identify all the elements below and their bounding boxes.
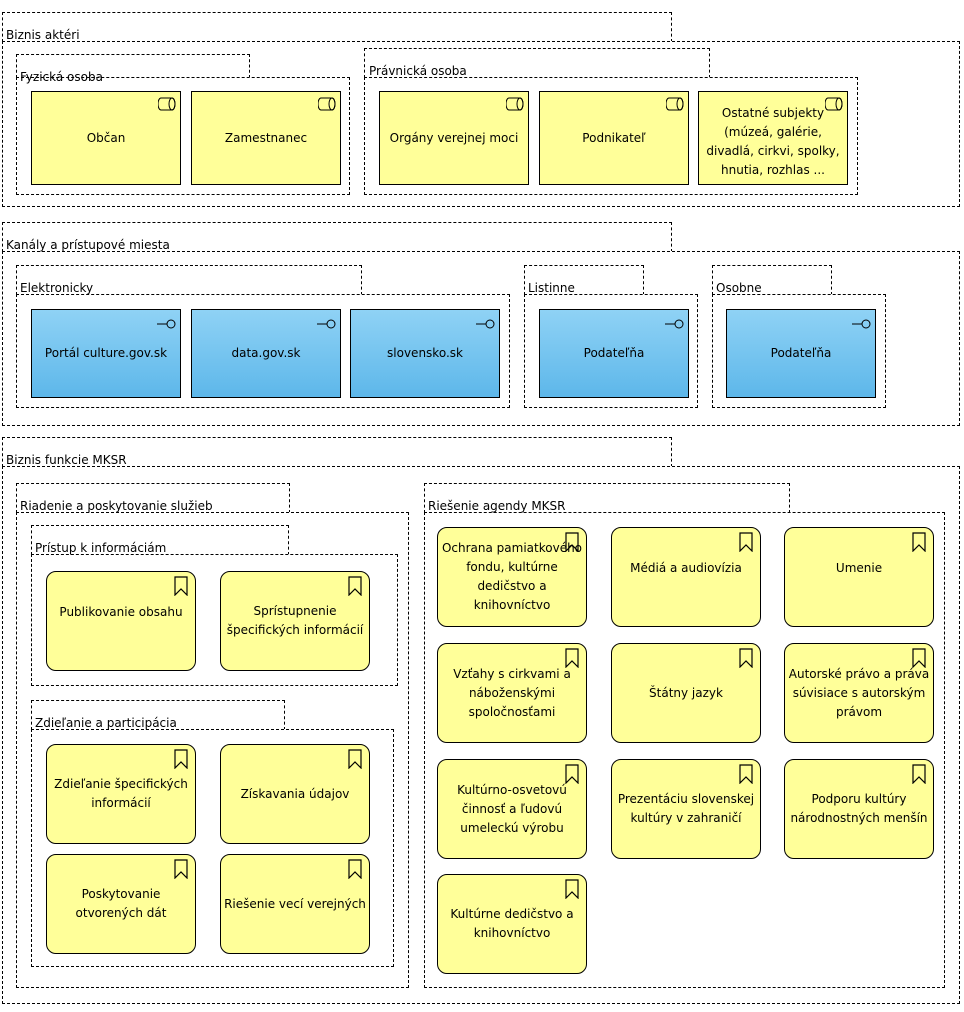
group-label: Elektronicky: [20, 281, 94, 295]
function-kulturne-dedicstvo[interactable]: Kultúrne dedičstvo a knihovníctvo: [437, 874, 587, 974]
interface-lollipop-icon: [476, 319, 495, 329]
node-label: Médiá a audiovízia: [630, 560, 742, 575]
bookmark-icon: [174, 576, 188, 596]
function-spristupnenie[interactable]: Sprístupnenie špecifických informácií: [220, 571, 370, 671]
group-label: Právnická osoba: [369, 64, 467, 78]
node-label: Umenie: [835, 560, 883, 575]
function-umenie[interactable]: Umenie: [784, 527, 934, 627]
function-media[interactable]: Médiá a audiovízia: [611, 527, 761, 627]
function-prezentaciu[interactable]: Prezentáciu slovenskej kultúry v zahrani…: [611, 759, 761, 859]
group-label: Listinne: [528, 281, 575, 295]
node-label: Ostatné subjekty (múzeá, galérie, divadl…: [706, 106, 840, 177]
function-vztahy-cirkvami[interactable]: Vzťahy s cirkvami a náboženskými spoločn…: [437, 643, 587, 743]
interface-podatelna-listinne[interactable]: Podateľňa: [539, 309, 689, 398]
function-publikovanie[interactable]: Publikovanie obsahu: [46, 571, 196, 671]
group-label: Biznis aktéri: [6, 28, 80, 42]
bookmark-icon: [565, 532, 579, 552]
node-label: Sprístupnenie špecifických informácií: [226, 604, 364, 637]
bookmark-icon: [739, 532, 753, 552]
group-label: Osobne: [716, 281, 762, 295]
bookmark-icon: [739, 648, 753, 668]
node-label: Poskytovanie otvorených dát: [75, 887, 167, 920]
interface-lollipop-icon: [317, 319, 336, 329]
node-label: Občan: [86, 130, 126, 145]
node-label: Vzťahy s cirkvami a náboženskými spoločn…: [453, 666, 571, 719]
node-label: Autorské právo a práva súvisiace s autor…: [788, 666, 930, 719]
node-label: Ochrana pamiatkového fondu, kultúrne ded…: [441, 541, 583, 612]
actor-role-icon: [666, 97, 684, 111]
node-label: Portál culture.gov.sk: [44, 346, 168, 360]
node-label: Orgány verejnej moci: [389, 130, 519, 145]
interface-portal-culture[interactable]: Portál culture.gov.sk: [31, 309, 181, 398]
group-label: Riadenie a poskytovanie služieb: [20, 499, 213, 513]
node-label: Zamestnanec: [224, 130, 308, 145]
function-zdielanie-specifickych[interactable]: Zdieľanie špecifických informácií: [46, 744, 196, 844]
node-label: Riešenie vecí verejných: [224, 896, 366, 911]
group-label: Biznis funkcie MKSR: [6, 453, 127, 467]
actor-role-icon: [318, 97, 336, 111]
node-label: Zdieľanie špecifických informácií: [54, 777, 188, 810]
group-label: Riešenie agendy MKSR: [428, 499, 566, 513]
group-label: Kanály a prístupové miesta: [6, 238, 170, 252]
bookmark-icon: [912, 532, 926, 552]
bookmark-icon: [348, 859, 362, 879]
bookmark-icon: [174, 859, 188, 879]
interface-data-gov[interactable]: data.gov.sk: [191, 309, 341, 398]
function-ochrana[interactable]: Ochrana pamiatkového fondu, kultúrne ded…: [437, 527, 587, 627]
function-kulturno-osvetovu[interactable]: Kultúrno-osvetovú činnosť a ľudovú umele…: [437, 759, 587, 859]
node-label: Získavania údajov: [240, 786, 350, 801]
interface-lollipop-icon: [852, 319, 871, 329]
group-label: Fyzická osoba: [20, 70, 103, 84]
function-autorske-pravo[interactable]: Autorské právo a práva súvisiace s autor…: [784, 643, 934, 743]
node-label: slovensko.sk: [387, 346, 463, 360]
group-label: Zdieľanie a participácia: [35, 716, 177, 730]
bookmark-icon: [912, 764, 926, 784]
actor-role-icon: [825, 97, 843, 111]
actor-role-icon: [506, 97, 524, 111]
bookmark-icon: [739, 764, 753, 784]
bookmark-icon: [565, 879, 579, 899]
bookmark-icon: [348, 749, 362, 769]
actor-ostatne-subjekty[interactable]: Ostatné subjekty (múzeá, galérie, divadl…: [698, 91, 848, 185]
interface-lollipop-icon: [157, 319, 176, 329]
node-label: Prezentáciu slovenskej kultúry v zahrani…: [617, 792, 755, 825]
node-label: Kultúrne dedičstvo a knihovníctvo: [450, 907, 574, 940]
bookmark-icon: [348, 576, 362, 596]
node-label: Podateľňa: [770, 346, 832, 360]
actor-role-icon: [158, 97, 176, 111]
bookmark-icon: [565, 648, 579, 668]
function-statny-jazyk[interactable]: Štátny jazyk: [611, 643, 761, 743]
node-label: Podporu kultúry národnostných menšín: [790, 792, 928, 825]
bookmark-icon: [174, 749, 188, 769]
node-label: Podateľňa: [583, 346, 645, 360]
function-poskytovanie-dat[interactable]: Poskytovanie otvorených dát: [46, 854, 196, 954]
interface-podatelna-osobne[interactable]: Podateľňa: [726, 309, 876, 398]
interface-slovensko[interactable]: slovensko.sk: [350, 309, 500, 398]
node-label: data.gov.sk: [231, 346, 301, 360]
group-label: Prístup k informáciám: [35, 541, 167, 555]
function-riesenie-veci[interactable]: Riešenie vecí verejných: [220, 854, 370, 954]
actor-podnikatel[interactable]: Podnikateľ: [539, 91, 689, 185]
function-ziskavania-udajov[interactable]: Získavania údajov: [220, 744, 370, 844]
function-podporu-mensin[interactable]: Podporu kultúry národnostných menšín: [784, 759, 934, 859]
actor-organy[interactable]: Orgány verejnej moci: [379, 91, 529, 185]
node-label: Publikovanie obsahu: [59, 604, 183, 619]
node-label: Štátny jazyk: [649, 685, 723, 700]
actor-zamestnanec[interactable]: Zamestnanec: [191, 91, 341, 185]
bookmark-icon: [565, 764, 579, 784]
bookmark-icon: [912, 648, 926, 668]
node-label: Kultúrno-osvetovú činnosť a ľudovú umele…: [457, 782, 567, 835]
node-label: Podnikateľ: [582, 130, 646, 145]
actor-obcan[interactable]: Občan: [31, 91, 181, 185]
interface-lollipop-icon: [665, 319, 684, 329]
